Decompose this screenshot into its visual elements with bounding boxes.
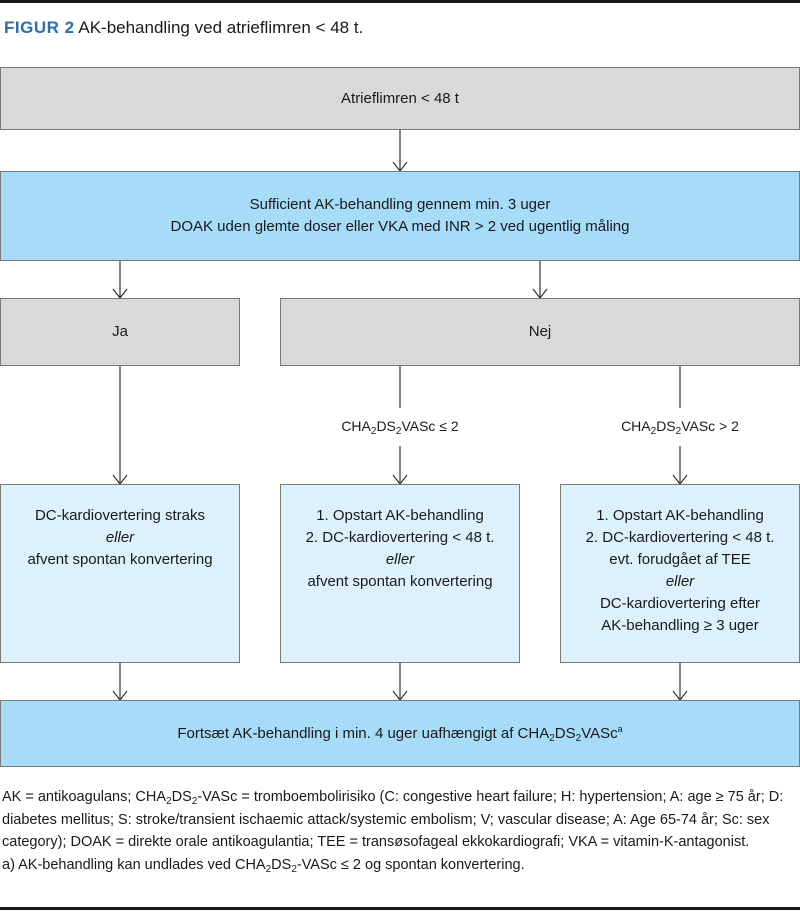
final-text: Fortsæt AK-behandling i min. 4 uger uafh… bbox=[177, 723, 622, 745]
cond-high-sub-2: 2 bbox=[675, 426, 682, 437]
cond-low-post: VASc ≤ 2 bbox=[401, 418, 459, 434]
final-box: Fortsæt AK-behandling i min. 4 uger uafh… bbox=[0, 700, 800, 767]
cond-low-sub-1: 2 bbox=[370, 426, 377, 437]
start-box: Atrieflimren < 48 t bbox=[0, 67, 800, 130]
outcome-high-line-6: AK-behandling ≥ 3 uger bbox=[601, 617, 759, 634]
note-a-part-1: a) AK-behandling kan undlades ved CHA bbox=[2, 856, 266, 873]
nej-box: Nej bbox=[280, 298, 800, 366]
outcome-ja-line-2: eller bbox=[105, 529, 135, 546]
abbrev-part-1: AK = antikoagulans; CHA bbox=[2, 789, 167, 805]
cond-high-label: CHA2DS2VASc > 2 bbox=[590, 418, 770, 437]
nej-text: Nej bbox=[528, 323, 552, 340]
outcome-low-line-1: 1. Opstart AK-behandling bbox=[316, 507, 484, 524]
cond-low-label: CHA2DS2VASc ≤ 2 bbox=[310, 418, 490, 437]
outcome-ja-line-1: DC-kardiovertering straks bbox=[34, 507, 206, 524]
final-sub-2: 2 bbox=[575, 732, 582, 744]
abbrev-sub-2: 2 bbox=[191, 796, 198, 807]
cond-high-sub-1: 2 bbox=[650, 426, 657, 437]
sufficient-line-1: Sufficient AK-behandling gennem min. 3 u… bbox=[249, 196, 551, 213]
ja-text: Ja bbox=[112, 323, 128, 340]
figure-label: FIGUR 2 bbox=[4, 18, 75, 37]
outcome-high-line-1: 1. Opstart AK-behandling bbox=[596, 507, 764, 524]
final-pre: Fortsæt AK-behandling i min. 4 uger uafh… bbox=[177, 724, 550, 742]
abbreviations-note: AK = antikoagulans; CHA2DS2-VASc = tromb… bbox=[2, 786, 798, 854]
top-rule bbox=[0, 0, 800, 3]
sufficient-line-2: DOAK uden glemte doser eller VKA med INR… bbox=[170, 218, 630, 235]
outcome-high-line-3: evt. forudgået af TEE bbox=[609, 551, 751, 568]
abbrev-part-3: -VASc = tromboembolirisiko (C: congestiv… bbox=[2, 789, 784, 850]
outcome-low-line-2: 2. DC-kardiovertering < 48 t. bbox=[305, 529, 495, 546]
note-a-part-2: DS bbox=[271, 856, 292, 873]
figure-title: FIGUR 2 AK-behandling ved atrieflimren <… bbox=[4, 18, 363, 38]
cond-high-mid: DS bbox=[656, 418, 676, 434]
outcome-low-box: 1. Opstart AK-behandling 2. DC-kardiover… bbox=[280, 484, 520, 663]
final-mid: DS bbox=[554, 724, 576, 742]
cond-high-post: VASc > 2 bbox=[681, 418, 739, 434]
final-footnote-marker: a bbox=[617, 723, 623, 734]
sufficient-box: Sufficient AK-behandling gennem min. 3 u… bbox=[0, 171, 800, 261]
outcome-high-line-5: DC-kardiovertering efter bbox=[599, 595, 761, 612]
note-a-sub-1: 2 bbox=[265, 863, 272, 875]
cond-high-pre: CHA bbox=[621, 418, 651, 434]
outcome-high-line-2: 2. DC-kardiovertering < 48 t. bbox=[585, 529, 775, 546]
outcome-ja-line-3: afvent spontan konvertering bbox=[27, 551, 213, 568]
start-text: Atrieflimren < 48 t bbox=[341, 89, 459, 107]
outcome-low-line-3: eller bbox=[385, 551, 415, 568]
abbrev-sub-1: 2 bbox=[166, 796, 172, 807]
cond-low-mid: DS bbox=[376, 418, 396, 434]
footnotes: AK = antikoagulans; CHA2DS2-VASc = tromb… bbox=[2, 786, 798, 876]
ja-box: Ja bbox=[0, 298, 240, 366]
abbrev-part-2: DS bbox=[171, 789, 192, 805]
final-sub-1: 2 bbox=[549, 732, 555, 744]
note-a-sub-2: 2 bbox=[291, 863, 297, 875]
note-a-part-3: -VASc ≤ 2 og spontan konvertering. bbox=[296, 856, 525, 873]
outcome-high-line-4: eller bbox=[665, 573, 695, 590]
final-post: VASc bbox=[581, 724, 618, 742]
bottom-rule bbox=[0, 907, 800, 910]
outcome-ja-box: DC-kardiovertering straks eller afvent s… bbox=[0, 484, 240, 663]
footnote-a: a) AK-behandling kan undlades ved CHA2DS… bbox=[2, 854, 798, 877]
figure-title-text: AK-behandling ved atrieflimren < 48 t. bbox=[78, 18, 364, 37]
outcome-high-box: 1. Opstart AK-behandling 2. DC-kardiover… bbox=[560, 484, 800, 663]
cond-low-pre: CHA bbox=[341, 418, 371, 434]
cond-low-sub-2: 2 bbox=[395, 426, 402, 437]
outcome-low-line-4: afvent spontan konvertering bbox=[307, 573, 493, 590]
